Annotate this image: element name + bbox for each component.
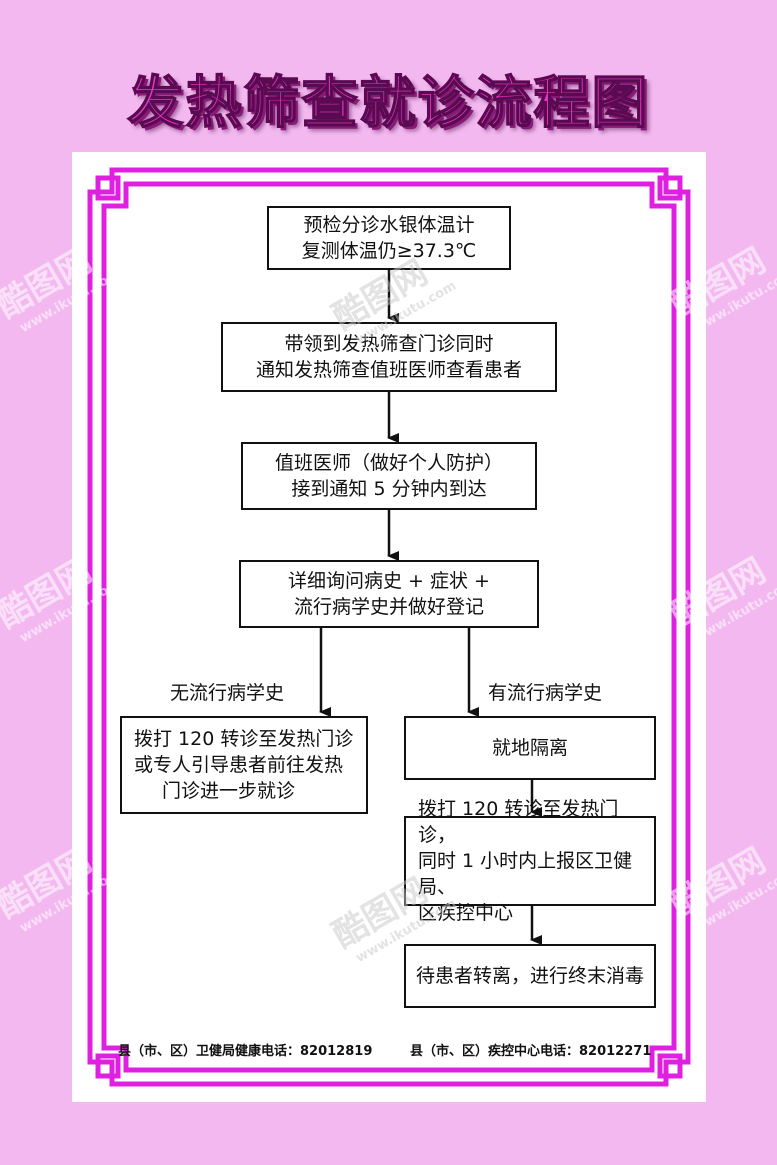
- page-title: 发热筛查就诊流程图: [127, 69, 650, 137]
- node-retest-temperature: 预检分诊水银体温计 复测体温仍≥37.3℃: [267, 206, 511, 270]
- corner-br: [657, 1053, 683, 1079]
- footer-cdc-phone: 县（市、区）疾控中心电话：82012271: [410, 1044, 652, 1059]
- frame-outer: [87, 167, 691, 1087]
- node-transfer-no-history: 拨打 120 转诊至发热门诊 或专人引导患者前往发热 门诊进一步就诊: [120, 716, 368, 814]
- corner-bl: [95, 1053, 121, 1079]
- frame-inner: [101, 181, 677, 1073]
- footer-health-phone: 县（市、区）卫健局健康电话：82012819: [118, 1044, 373, 1059]
- label-no-history: 无流行病学史: [170, 682, 285, 704]
- node-transfer-report: 拨打 120 转诊至发热门诊， 同时 1 小时内上报区卫健局、 区疾控中心: [404, 798, 656, 924]
- corner-tr: [657, 175, 683, 201]
- node-isolate: 就地隔离: [404, 716, 656, 780]
- decorative-frame: [87, 167, 691, 1087]
- node-terminal-disinfection: 待患者转离，进行终末消毒: [404, 944, 656, 1008]
- node-duty-doctor: 值班医师（做好个人防护） 接到通知 5 分钟内到达: [241, 442, 537, 510]
- node-history-register: 详细询问病史 + 症状 + 流行病学史并做好登记: [239, 560, 539, 628]
- label-has-history: 有流行病学史: [488, 682, 603, 704]
- corner-tl: [95, 175, 121, 201]
- node-fever-clinic: 带领到发热筛查门诊同时 通知发热筛查值班医师查看患者: [221, 322, 557, 392]
